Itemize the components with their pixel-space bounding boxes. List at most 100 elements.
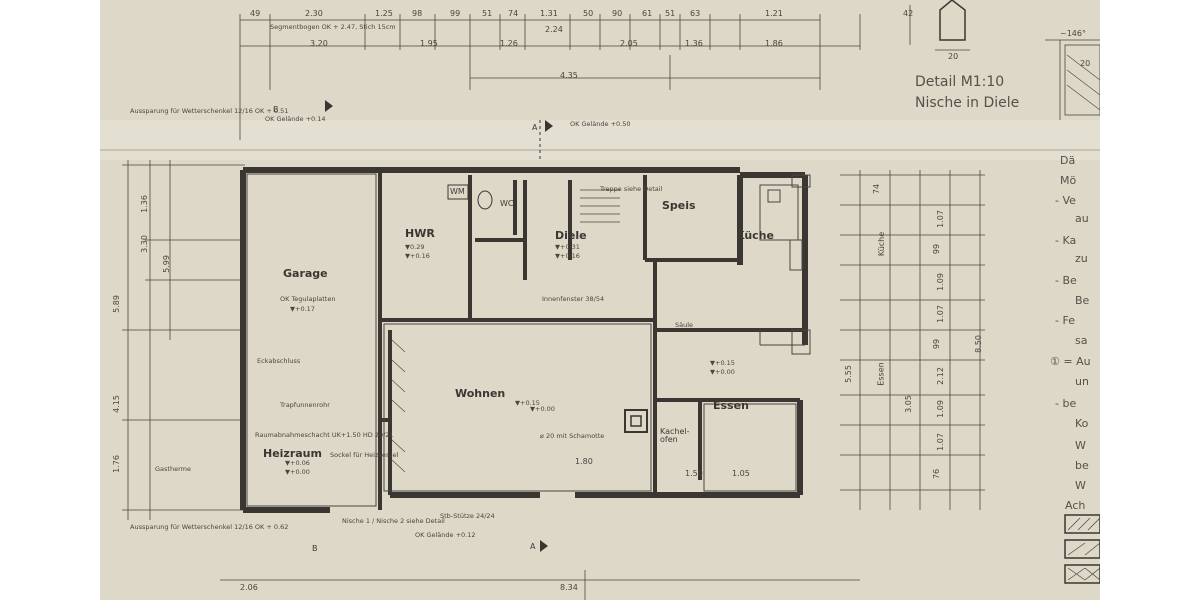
dim-essen-2: 1.05 xyxy=(732,469,750,478)
note-right-12: un xyxy=(1075,375,1089,388)
dim-kachel-1: 1.80 xyxy=(575,457,593,466)
room-label-kachelofen: Kachel- ofen xyxy=(660,427,690,444)
raumabnahme-note: Raumabnahmeschacht UK+1.50 HD 20/21 xyxy=(255,431,394,439)
dim-second-3: 1.26 xyxy=(500,39,518,48)
dim-bottom-2: 8.34 xyxy=(560,583,578,592)
dim-top-2: 2.30 xyxy=(305,9,323,18)
dim-left-2: 4.15 xyxy=(111,395,121,413)
heizraum-level: ▼+0.00 xyxy=(285,468,310,476)
note-right-4: au xyxy=(1075,212,1089,225)
ok-gelaende-top-left: OK Gelände +0.14 xyxy=(265,115,326,123)
aussparung-bottom-note: Aussparung für Wetterschenkel 12/16 OK +… xyxy=(130,523,289,531)
floor-plan-drawing xyxy=(100,0,1100,600)
dim-third-1: 4.35 xyxy=(560,71,578,80)
dim-top-11: 61 xyxy=(642,9,653,18)
dim-right-8: 1.09 xyxy=(935,400,945,418)
section-marker-a-top: A xyxy=(532,123,538,132)
innenfenster-note: Innenfenster 38/54 xyxy=(542,295,605,303)
aussparung-top-note: Aussparung für Wetterschenkel 12/16 OK +… xyxy=(130,107,289,115)
garage-floor-note: OK Tegulaplatten xyxy=(280,295,336,303)
blueprint-sheet: Garage HWR WM WC Diele Speis Küche Wohne… xyxy=(100,0,1100,600)
note-right-3: - Ve xyxy=(1055,194,1076,207)
dim-top-13: 63 xyxy=(690,9,701,18)
room-label-hwr: HWR xyxy=(405,227,435,240)
wohnen-level: ▼+0.00 xyxy=(530,405,555,413)
room-label-garage: Garage xyxy=(283,267,328,280)
dim-right-3: 99 xyxy=(932,243,942,255)
hwr-level-top: ▼0.29 xyxy=(405,243,425,251)
note-right-2: Mö xyxy=(1060,174,1077,187)
ok-gelaende-bottom: OK Gelände +0.12 xyxy=(415,531,476,539)
dim-second-2: 1.95 xyxy=(420,39,438,48)
dim-right-2: 1.07 xyxy=(935,210,945,228)
dim-second-6: 1.36 xyxy=(685,39,703,48)
dim-essen-1: 1.50 xyxy=(685,469,703,478)
dim-right-4: 1.09 xyxy=(935,273,945,291)
dim-right-essen: Essen xyxy=(876,362,886,386)
note-right-9: - Fe xyxy=(1055,314,1075,327)
dim-top-5: 99 xyxy=(450,9,461,18)
dim-top-4: 98 xyxy=(412,9,423,18)
note-right-1: Dä xyxy=(1060,154,1076,167)
diele-level-top: ▼+0.31 xyxy=(555,243,580,251)
detail-dim-42: 42 xyxy=(903,9,914,18)
dim-top-10: 90 xyxy=(612,9,623,18)
room-label-diele: Diele xyxy=(555,229,587,242)
trapfunnenrohr-note: Trapfunnenrohr xyxy=(280,401,330,409)
room-label-essen: Essen xyxy=(713,399,749,412)
garage-level: ▼+0.17 xyxy=(290,305,315,313)
dim-right-9: 1.07 xyxy=(935,433,945,451)
kueche-level-top: ▼+0.15 xyxy=(710,359,735,367)
section-marker-b-top: B xyxy=(273,105,279,114)
dim-top-8: 1.31 xyxy=(540,9,558,18)
dim-left-5: 1.36 xyxy=(139,195,149,213)
saeule-label: Säule xyxy=(675,321,694,329)
section-marker-b-bottom: B xyxy=(312,544,318,553)
dim-right-555: 5.55 xyxy=(843,365,853,383)
note-right-15: W xyxy=(1075,439,1086,452)
dim-top-12: 51 xyxy=(665,9,676,18)
dim-right-7: 2.12 xyxy=(935,367,945,385)
detail-subtitle: Nische in Diele xyxy=(915,95,1020,111)
detail-dim-20: 20 xyxy=(948,52,959,61)
dim-top-9: 50 xyxy=(583,9,594,18)
room-label-wohnen: Wohnen xyxy=(455,387,506,400)
dim-right-1: 74 xyxy=(872,183,882,195)
dim-right-10: 76 xyxy=(932,468,942,480)
note-right-10: sa xyxy=(1075,334,1088,347)
dim-top-1: 49 xyxy=(250,9,261,18)
room-label-wm: WM xyxy=(450,187,465,196)
dim-top-3: 1.25 xyxy=(375,9,393,18)
dim-left-4: 3.30 xyxy=(139,235,149,253)
dim-second-5: 2.05 xyxy=(620,39,638,48)
note-right-18: Ach xyxy=(1065,499,1086,512)
room-label-speis: Speis xyxy=(662,199,696,212)
note-right-17: W xyxy=(1075,479,1086,492)
ok-gelaende-top-mid: OK Gelände +0.50 xyxy=(570,120,631,128)
dim-right-kueche: Küche xyxy=(877,231,887,257)
kueche-level: ▼+0.00 xyxy=(710,368,735,376)
hwr-level: ▼+0.16 xyxy=(405,252,430,260)
detail-dim-20b: 20 xyxy=(1080,59,1091,68)
kamin-note: ⌀ 20 mit Schamotte xyxy=(540,432,605,440)
dim-bottom-1: 2.06 xyxy=(240,583,258,592)
dim-right-5: 1.07 xyxy=(935,305,945,323)
dim-top-6: 51 xyxy=(482,9,493,18)
eckabschluss-note: Eckabschluss xyxy=(257,357,301,365)
dim-left-3: 1.76 xyxy=(111,455,121,473)
gastherme-note: Gastherme xyxy=(155,465,191,473)
wohnen-level-top: ▼+0.15 xyxy=(515,399,540,407)
room-label-kueche: Küche xyxy=(736,229,774,242)
dim-right-6: 99 xyxy=(932,338,942,350)
dim-second-4: 2.24 xyxy=(545,25,563,34)
dim-top-14: 1.21 xyxy=(765,9,783,18)
note-right-5: - Ka xyxy=(1055,234,1077,247)
dim-left-1: 5.89 xyxy=(111,295,121,313)
detail-dim-146: ~146° xyxy=(1060,29,1086,38)
note-right-8: Be xyxy=(1075,294,1090,307)
note-right-16: be xyxy=(1075,459,1089,472)
sockel-note: Sockel für Heizkessel xyxy=(330,451,399,459)
dim-right-850: 8.50 xyxy=(973,335,983,353)
dim-right-305: 3.05 xyxy=(903,395,913,413)
room-label-wc: WC xyxy=(500,199,514,208)
